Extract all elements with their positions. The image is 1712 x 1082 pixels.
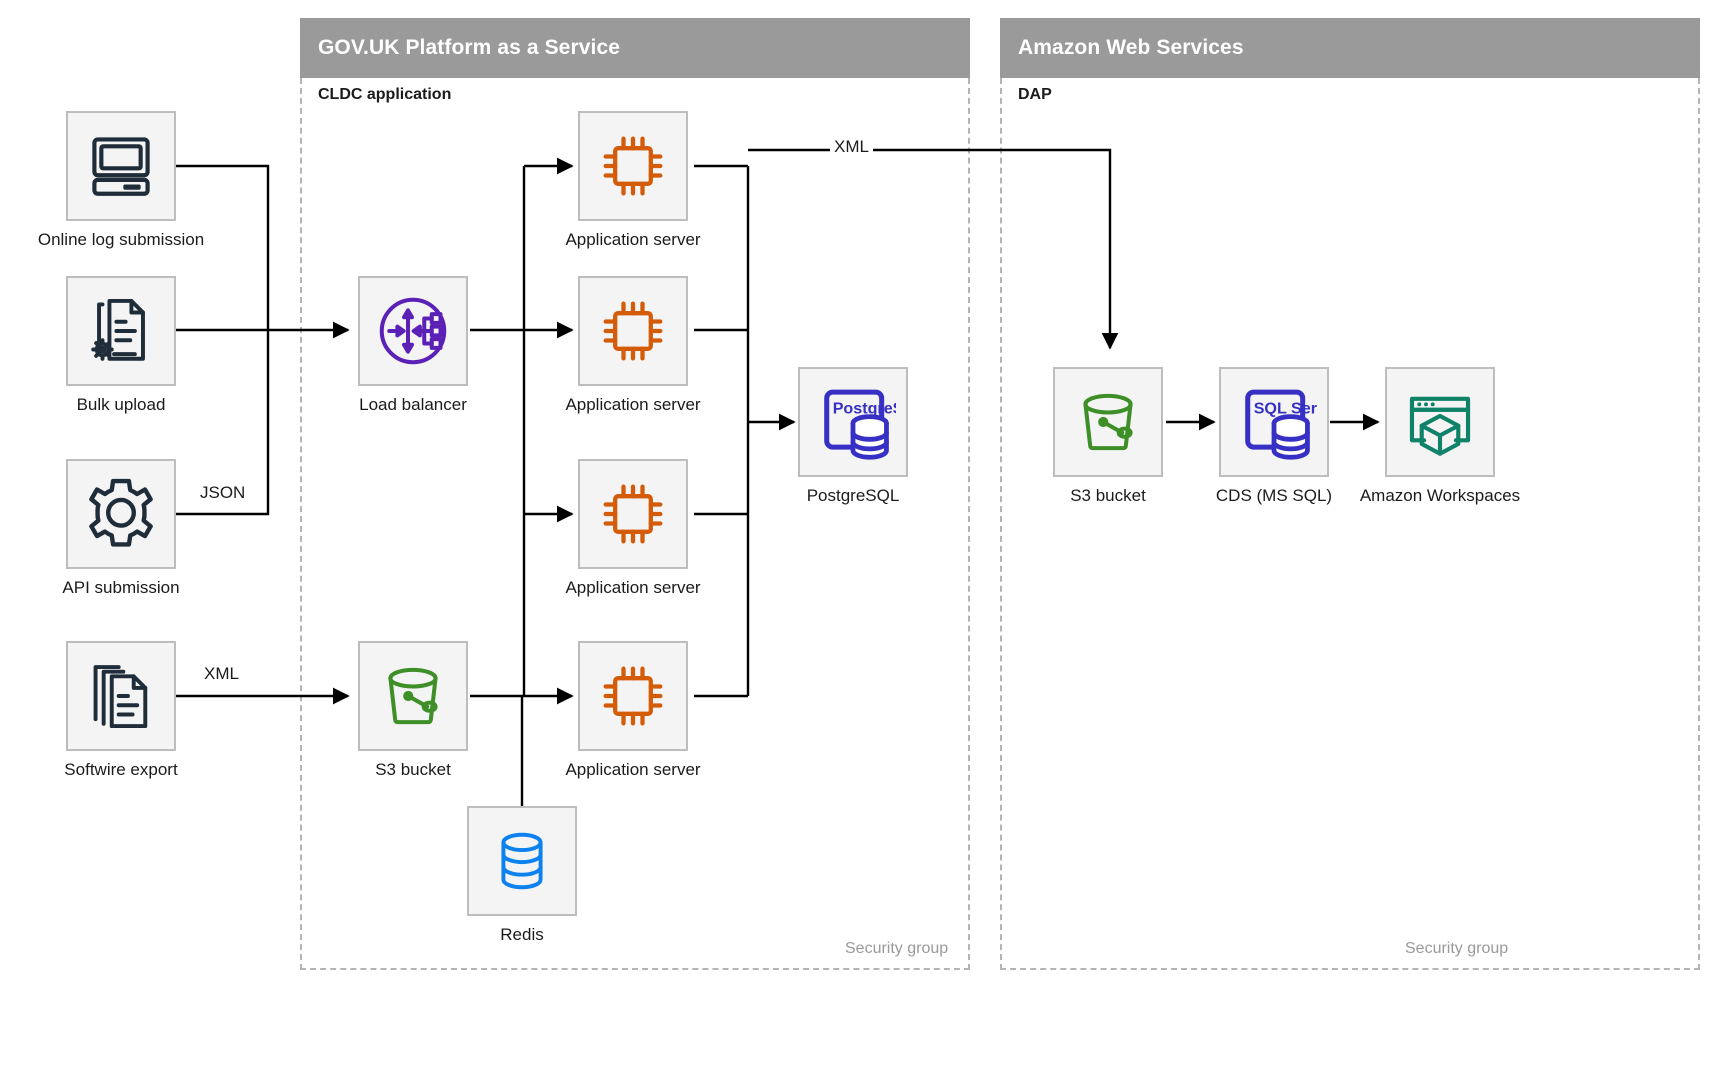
security-group-paas (300, 78, 970, 970)
node-label-online-log-submission: Online log submission (37, 230, 205, 249)
edge-label-json: JSON (196, 483, 250, 503)
database-cylinder-icon (487, 826, 557, 896)
zone-title-paas: GOV.UK Platform as a Service (318, 36, 620, 59)
node-label-s3-bucket-paas: S3 bucket (375, 760, 451, 779)
node-online-log-submission[interactable] (66, 111, 176, 221)
sub-label-cldc: CLDC application (318, 86, 452, 103)
node-label-amazon-workspaces: Amazon Workspaces (1359, 486, 1521, 505)
node-application-server-4[interactable] (578, 641, 688, 751)
node-s3-bucket-aws[interactable] (1053, 367, 1163, 477)
svg-text:PostgreSQL: PostgreSQL (833, 400, 896, 418)
cpu-chip-icon (595, 658, 671, 734)
node-label-softwire-export: Softwire export (64, 760, 178, 779)
node-postgresql[interactable]: PostgreSQL (798, 367, 908, 477)
edge-label-softwire-xml: XML (200, 664, 243, 684)
node-bulk-upload[interactable] (66, 276, 176, 386)
node-application-server-2[interactable] (578, 276, 688, 386)
zone-title-aws: Amazon Web Services (1018, 36, 1244, 59)
workspaces-cube-icon (1401, 383, 1479, 461)
zone-header-aws: Amazon Web Services (1000, 18, 1700, 78)
gear-icon (82, 475, 160, 553)
node-label-load-balancer: Load balancer (359, 395, 467, 414)
node-label-api-submission: API submission (62, 578, 180, 597)
node-load-balancer[interactable] (358, 276, 468, 386)
node-redis[interactable] (467, 806, 577, 916)
svg-text:SQL Server: SQL Server (1254, 400, 1317, 418)
node-label-application-server-1: Application server (565, 230, 701, 249)
node-api-submission[interactable] (66, 459, 176, 569)
node-amazon-workspaces[interactable] (1385, 367, 1495, 477)
node-label-application-server-2: Application server (565, 395, 701, 414)
node-label-postgresql: PostgreSQL (806, 486, 900, 505)
cpu-chip-icon (595, 128, 671, 204)
document-gear-icon (84, 294, 158, 368)
security-group-label-aws: Security group (1405, 940, 1509, 957)
sub-label-dap: DAP (1018, 86, 1052, 103)
node-label-application-server-3: Application server (565, 578, 701, 597)
zone-header-paas: GOV.UK Platform as a Service (300, 18, 970, 78)
cpu-chip-icon (595, 293, 671, 369)
node-application-server-1[interactable] (578, 111, 688, 221)
node-label-application-server-4: Application server (565, 760, 701, 779)
bucket-icon (375, 658, 451, 734)
postgresql-icon: PostgreSQL (810, 379, 896, 465)
node-cds-ms-sql[interactable]: SQL Server (1219, 367, 1329, 477)
node-softwire-export[interactable] (66, 641, 176, 751)
cpu-chip-icon (595, 476, 671, 552)
load-balancer-icon (373, 291, 453, 371)
security-group-aws (1000, 78, 1700, 970)
node-application-server-3[interactable] (578, 459, 688, 569)
node-label-redis: Redis (500, 925, 544, 944)
node-label-cds-ms-sql: CDS (MS SQL) (1215, 486, 1333, 505)
node-label-s3-bucket-aws: S3 bucket (1070, 486, 1146, 505)
edge-label-app-xml: XML (830, 137, 873, 157)
security-group-label-paas: Security group (845, 940, 949, 957)
node-label-bulk-upload: Bulk upload (76, 395, 166, 414)
desktop-computer-icon (84, 129, 158, 203)
bucket-icon (1070, 384, 1146, 460)
sql-server-icon: SQL Server (1231, 379, 1317, 465)
node-s3-bucket-paas[interactable] (358, 641, 468, 751)
document-stack-icon (84, 659, 158, 733)
